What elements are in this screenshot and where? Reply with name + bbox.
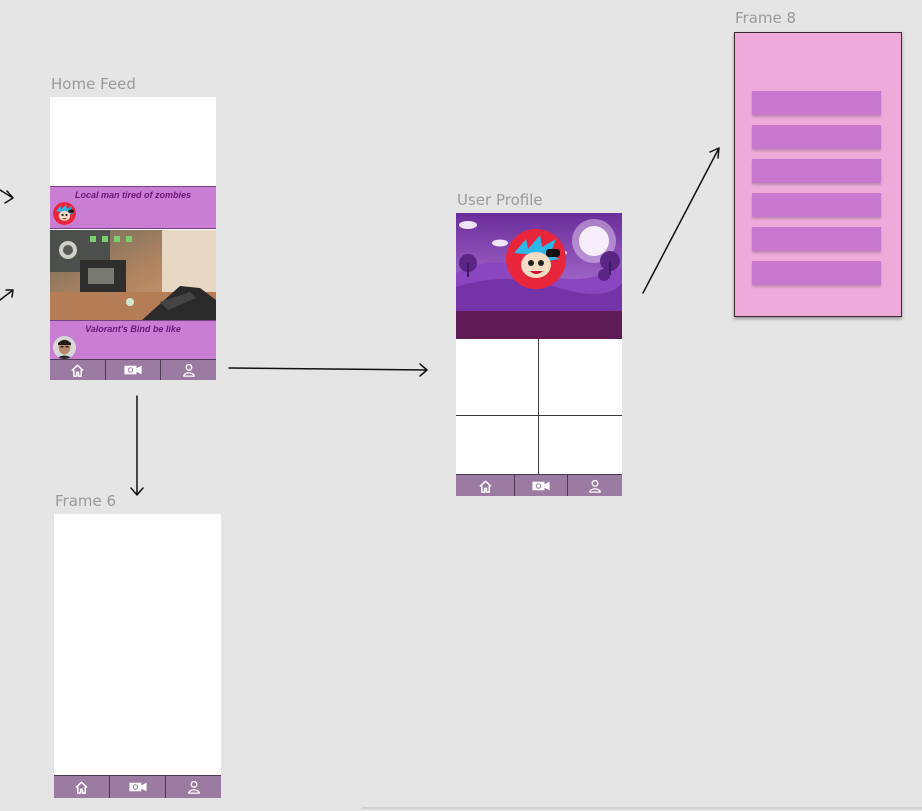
nav-home-button[interactable] bbox=[54, 776, 110, 798]
post-title-2: Valorant's Bind be like bbox=[85, 324, 181, 334]
frame-label-user-profile: User Profile bbox=[457, 191, 543, 209]
frame-label-frame-6: Frame 6 bbox=[55, 492, 117, 510]
frame-8[interactable] bbox=[734, 32, 902, 317]
profile-banner-image bbox=[456, 213, 622, 311]
menu-block-5[interactable] bbox=[752, 227, 881, 251]
incoming-arrow-2 bbox=[0, 289, 14, 301]
home-feed-frame[interactable]: Local man tired of zombies bbox=[50, 97, 216, 380]
frame-label-home-feed: Home Feed bbox=[51, 75, 136, 93]
nav-home-button[interactable] bbox=[50, 360, 106, 380]
menu-block-3[interactable] bbox=[752, 159, 881, 183]
post-header-1[interactable]: Local man tired of zombies bbox=[50, 186, 216, 229]
arrow-home-to-frame-6 bbox=[130, 395, 144, 496]
frame-label-frame-8: Frame 8 bbox=[735, 9, 797, 27]
grid-divider-horizontal bbox=[456, 415, 622, 416]
nav-home-button[interactable] bbox=[456, 475, 515, 496]
user-profile-nav-bar bbox=[456, 474, 622, 496]
menu-block-6[interactable] bbox=[752, 261, 881, 285]
nav-video-button[interactable] bbox=[110, 776, 166, 798]
menu-block-1[interactable] bbox=[752, 91, 881, 115]
person-avatar-icon[interactable] bbox=[53, 336, 76, 359]
grid-divider-vertical bbox=[538, 339, 539, 474]
game-screenshot-image bbox=[50, 230, 216, 320]
incoming-arrow-1 bbox=[0, 189, 14, 204]
frame-6[interactable] bbox=[54, 514, 221, 798]
canvas-edge-line bbox=[362, 807, 922, 809]
menu-block-2[interactable] bbox=[752, 125, 881, 149]
post-header-2[interactable]: Valorant's Bind be like bbox=[50, 320, 216, 363]
user-profile-frame[interactable] bbox=[456, 213, 622, 496]
arrow-home-to-profile bbox=[228, 363, 428, 377]
frame-6-nav-bar bbox=[54, 775, 221, 798]
profile-info-band bbox=[456, 311, 622, 339]
arrow-profile-to-frame-8 bbox=[642, 147, 720, 294]
home-feed-nav-bar bbox=[50, 359, 216, 380]
nav-video-button[interactable] bbox=[515, 475, 568, 496]
post-title-1: Local man tired of zombies bbox=[74, 190, 192, 200]
menu-block-4[interactable] bbox=[752, 193, 881, 217]
nav-video-button[interactable] bbox=[106, 360, 162, 380]
